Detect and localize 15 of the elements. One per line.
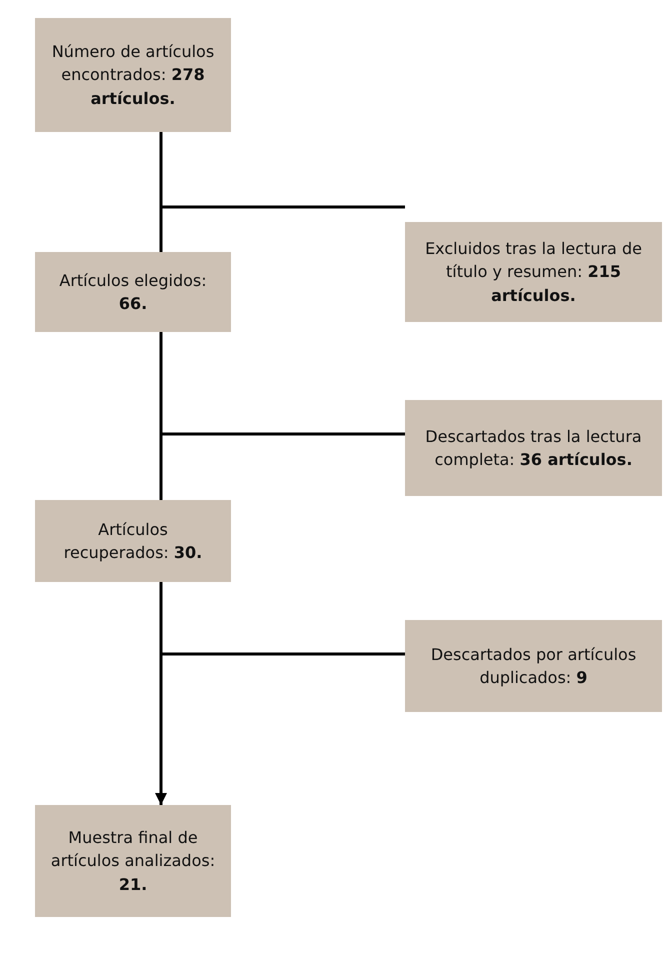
box-text: Descartados por artículos duplicados: 9: [430, 644, 638, 689]
process-box: [35, 252, 231, 332]
exclusion-box: [405, 620, 662, 712]
exclusion-box: [405, 400, 662, 496]
box-text: Artículos recuperados: 30.: [62, 518, 204, 564]
process-box: [35, 18, 231, 132]
arrow: [155, 582, 167, 805]
process-box: [35, 500, 231, 582]
box-text: Artículos elegidos: 66.: [58, 270, 208, 315]
box-text: Excluidos tras la lectura de título y resumen: 215 artículos.: [424, 238, 643, 307]
box-text: Muestra final de artículos analizados: 21.: [50, 827, 216, 896]
process-box: [35, 805, 231, 917]
exclusion-box: [405, 222, 662, 322]
box-text: Número de artículos encontrados: 278 artículos.: [50, 41, 216, 110]
box-text: Descartados tras la lectura completa: 36 artículos.: [424, 426, 643, 471]
